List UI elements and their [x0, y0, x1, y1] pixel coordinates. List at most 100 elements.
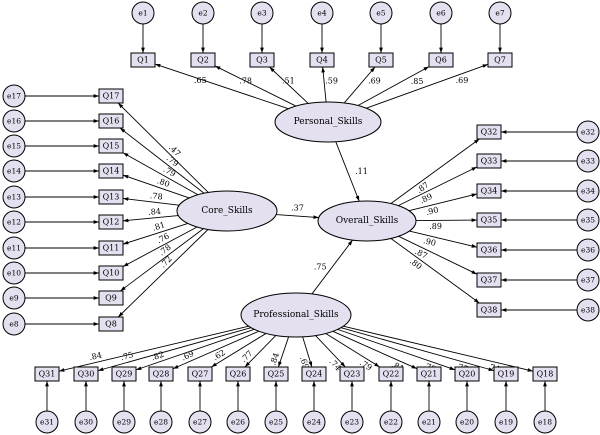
error-e25: e25	[264, 410, 288, 434]
observed-q38: Q38	[476, 302, 502, 318]
error-e19: e19	[494, 410, 518, 434]
error-label-e14: e14	[7, 167, 21, 176]
loading-arrow-q1	[154, 63, 289, 110]
error-label-e30: e30	[79, 418, 93, 427]
observed-label-q10: Q10	[103, 269, 120, 278]
observed-q7: Q7	[487, 52, 513, 68]
error-label-e35: e35	[581, 216, 595, 225]
latent-personal-skills: Personal_Skills	[274, 101, 382, 143]
loading-label-q2: .78	[239, 77, 252, 86]
latent-core-skills: Core_Skills	[176, 190, 278, 232]
error-e38: e38	[576, 298, 600, 322]
latent-professional-skills: Professional_Skills	[240, 292, 352, 338]
error-e11: e11	[2, 236, 26, 260]
latent-overall-skills: Overall_Skills	[317, 200, 417, 242]
observed-q28: Q28	[148, 366, 174, 382]
path-label-personal-overall: .11	[355, 167, 368, 176]
error-label-e24: e24	[307, 418, 321, 427]
observed-q21: Q21	[416, 366, 442, 382]
loading-arrow-q7	[366, 63, 489, 109]
loading-arrow-q9	[120, 228, 204, 292]
error-label-e18: e18	[538, 418, 552, 427]
error-e12: e12	[2, 210, 26, 234]
observed-q25: Q25	[263, 366, 289, 382]
error-label-e1: e1	[138, 9, 147, 18]
observed-q18: Q18	[532, 366, 558, 382]
observed-q5: Q5	[368, 52, 394, 68]
error-e14: e14	[2, 159, 26, 183]
loading-arrow-q3	[269, 66, 309, 104]
observed-label-q7: Q7	[494, 56, 506, 65]
error-label-e17: e17	[7, 92, 21, 101]
loading-arrow-q18	[343, 325, 534, 372]
loading-label-q1: .65	[194, 76, 207, 85]
error-label-e31: e31	[40, 418, 54, 427]
loading-arrow-q20	[337, 328, 456, 371]
error-e34: e34	[576, 179, 600, 203]
loading-arrow-q14	[122, 174, 190, 199]
error-e17: e17	[2, 84, 26, 108]
observed-q26: Q26	[225, 366, 251, 382]
observed-label-q32: Q32	[481, 128, 498, 137]
observed-q29: Q29	[111, 366, 137, 382]
loading-arrow-q5	[343, 66, 376, 104]
loading-arrow-q8	[117, 229, 209, 318]
loading-arrow-q4	[321, 66, 327, 103]
error-label-e28: e28	[154, 418, 168, 427]
error-label-e11: e11	[7, 244, 21, 253]
observed-q8: Q8	[98, 316, 124, 332]
observed-label-q11: Q11	[103, 244, 120, 253]
observed-q15: Q15	[98, 138, 124, 154]
loading-label-q5: .69	[368, 77, 381, 86]
structural-arrow-professional-overall	[311, 239, 353, 295]
loading-label-q11: .81	[151, 220, 166, 232]
error-label-e19: e19	[499, 418, 513, 427]
error-label-e13: e13	[7, 193, 21, 202]
loading-arrow-q30	[97, 327, 252, 372]
error-e30: e30	[74, 410, 98, 434]
error-e4: e4	[310, 1, 334, 25]
error-e3: e3	[250, 1, 274, 25]
latent-label-overall: Overall_Skills	[336, 216, 399, 226]
error-e31: e31	[35, 410, 59, 434]
error-label-e23: e23	[345, 418, 359, 427]
observed-label-q9: Q9	[105, 294, 117, 303]
latent-label-professional: Professional_Skills	[253, 310, 339, 320]
error-e22: e22	[379, 410, 403, 434]
loading-arrow-q15	[122, 152, 199, 196]
observed-q37: Q37	[476, 272, 502, 288]
loading-arrow-q22	[325, 333, 380, 368]
observed-label-q36: Q36	[481, 246, 498, 255]
error-label-e5: e5	[376, 9, 385, 18]
loading-label-q13: .78	[149, 191, 163, 201]
error-label-e37: e37	[581, 276, 595, 285]
loading-label-q26: .77	[239, 349, 254, 364]
observed-label-q15: Q15	[103, 142, 120, 151]
error-label-e16: e16	[7, 117, 21, 126]
observed-label-q2: Q2	[197, 56, 209, 65]
loading-label-q25: .84	[268, 352, 281, 367]
observed-q22: Q22	[378, 366, 404, 382]
observed-q13: Q13	[98, 189, 124, 205]
observed-q17: Q17	[98, 88, 124, 104]
observed-q1: Q1	[130, 52, 156, 68]
error-e28: e28	[149, 410, 173, 434]
error-label-e2: e2	[198, 9, 207, 18]
error-e1: e1	[131, 1, 155, 25]
observed-label-q35: Q35	[481, 216, 498, 225]
loading-label-q29: .82	[150, 350, 165, 363]
error-label-e26: e26	[231, 418, 245, 427]
error-e33: e33	[576, 149, 600, 173]
error-e29: e29	[112, 410, 136, 434]
loading-arrow-q6	[357, 66, 430, 106]
loading-arrow-q2	[214, 65, 297, 107]
observed-label-q16: Q16	[103, 117, 120, 126]
observed-q27: Q27	[187, 366, 213, 382]
error-label-e12: e12	[7, 218, 21, 227]
loading-arrow-q25	[277, 336, 290, 368]
loading-arrow-q34	[408, 193, 478, 212]
observed-label-q3: Q3	[256, 56, 268, 65]
observed-q12: Q12	[98, 214, 124, 230]
observed-label-q30: Q30	[78, 370, 95, 379]
loading-arrow-q16	[119, 127, 205, 194]
